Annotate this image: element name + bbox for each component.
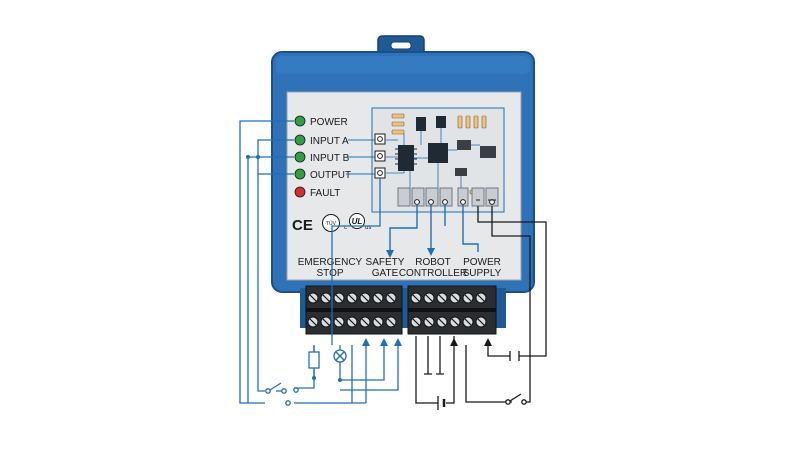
terminal-screw-icon[interactable] (307, 316, 319, 328)
terminal-screw-icon[interactable] (462, 292, 474, 304)
led-label: POWER (310, 117, 348, 128)
ul-mark: UL (352, 217, 363, 226)
tuv-seal-icon (322, 214, 340, 232)
terminal-screw-icon[interactable] (410, 292, 422, 304)
label-line: CONTROLLER (399, 268, 467, 279)
terminal-screw-icon[interactable] (320, 316, 332, 328)
arrow-up-icon (362, 338, 370, 346)
label-power-supply: POWER SUPPLY (463, 257, 502, 279)
external-wiring-black (415, 206, 547, 404)
led-label: INPUT A (310, 136, 349, 147)
led-label: OUTPUT (310, 170, 351, 181)
ul-seal-icon (349, 213, 365, 229)
led-label: INPUT B (310, 153, 350, 164)
input-b-led-icon (294, 151, 306, 163)
arrow-down-icon (386, 250, 394, 258)
led-fault: FAULT (294, 186, 340, 199)
label-line: EMERGENCY (298, 257, 363, 268)
output-led-icon (294, 168, 306, 180)
label-line: ROBOT (415, 257, 451, 268)
terminal-screw-icon[interactable] (449, 292, 461, 304)
led-input-b: INPUT B (294, 151, 350, 164)
arrow-up-icon (450, 338, 458, 346)
terminal-screw-icon[interactable] (372, 316, 384, 328)
led-panel: POWER INPUT A INPUT B OUTPUT FAULT (294, 115, 375, 199)
label-robot-controller: ROBOT CONTROLLER (399, 257, 467, 279)
label-line: GATE (372, 268, 399, 279)
terminal-screw-icon[interactable] (423, 316, 435, 328)
internal-wires (389, 204, 479, 252)
arrow-down-icon (427, 248, 435, 256)
terminal-screw-icon[interactable] (436, 292, 448, 304)
arrow-up-icon (484, 338, 492, 346)
terminal-screw-icon[interactable] (436, 316, 448, 328)
led-input-a: INPUT A (294, 134, 349, 147)
terminal-screw-icon[interactable] (410, 316, 422, 328)
resistor-icon (308, 351, 320, 369)
label-safety-gate: SAFETY GATE (366, 257, 405, 279)
switch-symbols (505, 351, 527, 405)
terminal-labels: EMERGENCY STOP SAFETY GATE ROBOT CONTROL… (298, 257, 502, 279)
terminal-screw-icon[interactable] (346, 292, 358, 304)
led-power: POWER (294, 115, 348, 128)
terminal-screw-icon[interactable] (320, 292, 332, 304)
arrow-up-icon (380, 338, 388, 346)
input-a-led-icon (294, 134, 306, 146)
power-led-icon (294, 115, 306, 127)
terminal-screw-icon[interactable] (423, 292, 435, 304)
terminal-screws (307, 292, 487, 328)
terminal-screw-icon[interactable] (307, 292, 319, 304)
led-label: FAULT (310, 188, 340, 199)
arrow-up-icon (394, 338, 402, 346)
tuv-mark: TÜV (326, 220, 337, 227)
blue-components (265, 349, 347, 406)
terminal-screw-icon[interactable] (475, 316, 487, 328)
terminal-screw-icon[interactable] (372, 292, 384, 304)
fault-led-icon (294, 186, 306, 198)
terminal-screw-icon[interactable] (385, 292, 397, 304)
label-line: SUPPLY (463, 268, 502, 279)
label-emergency-stop: EMERGENCY STOP (298, 257, 363, 279)
terminal-screw-icon[interactable] (359, 292, 371, 304)
terminal-screw-icon[interactable] (462, 316, 474, 328)
us-mark: us (365, 225, 371, 231)
terminal-screw-icon[interactable] (475, 292, 487, 304)
circuit-board (371, 107, 505, 213)
terminal-screw-icon[interactable] (346, 316, 358, 328)
label-line: SAFETY (366, 257, 405, 268)
terminal-screw-icon[interactable] (333, 292, 345, 304)
terminal-screw-icon[interactable] (385, 316, 397, 328)
terminal-screw-icon[interactable] (359, 316, 371, 328)
label-line: STOP (316, 268, 343, 279)
led-output: OUTPUT (294, 168, 351, 181)
label-line: POWER (463, 257, 501, 268)
battery-symbol (437, 396, 446, 410)
terminal-screw-icon[interactable] (333, 316, 345, 328)
terminal-screw-icon[interactable] (449, 316, 461, 328)
ce-mark: CE (292, 217, 313, 234)
c-mark: c (344, 225, 347, 231)
certification-marks: CE TÜV c UL us (292, 213, 371, 234)
